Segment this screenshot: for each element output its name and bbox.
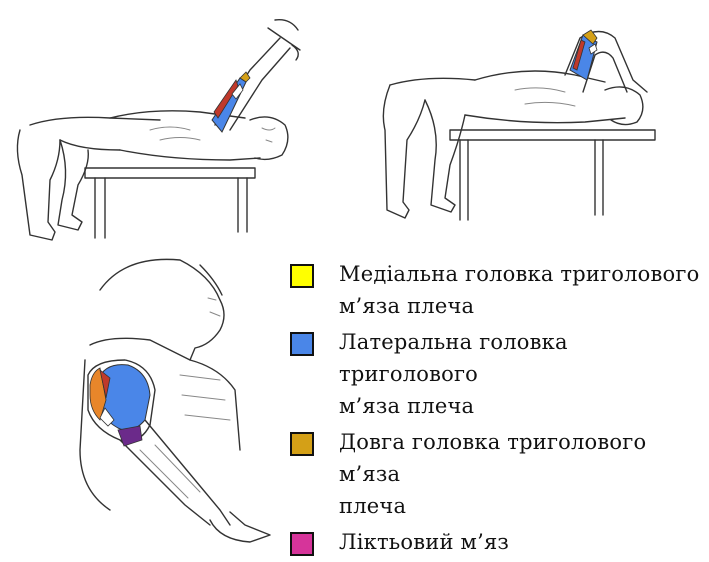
legend-item-lateral-head: Латеральна головка триголового м’яза пле…: [290, 326, 705, 422]
legend-item-medial-head: Медіальна головка триголового м’яза плеч…: [290, 258, 705, 322]
figure-bench-arm-bent: [365, 20, 665, 235]
legend-label: Медіальна головка триголового м’яза плеч…: [339, 258, 699, 322]
legend-label: Ліктьовий м’яз: [339, 526, 509, 558]
legend-swatch-magenta: [290, 532, 314, 556]
legend-item-long-head: Довга головка триголового м’яза плеча: [290, 426, 705, 522]
legend-swatch-blue: [290, 332, 314, 356]
legend-item-anconeus: Ліктьовий м’яз: [290, 526, 705, 558]
legend-label: Довга головка триголового м’яза плеча: [339, 426, 705, 522]
legend: Медіальна головка триголового м’яза плеч…: [290, 258, 705, 562]
legend-swatch-yellow: [290, 264, 314, 288]
figure-arm-closeup: [70, 250, 290, 549]
legend-label: Латеральна головка триголового м’яза пле…: [339, 326, 705, 422]
figure-bench-arm-extended: [0, 0, 320, 250]
legend-swatch-gold: [290, 432, 314, 456]
